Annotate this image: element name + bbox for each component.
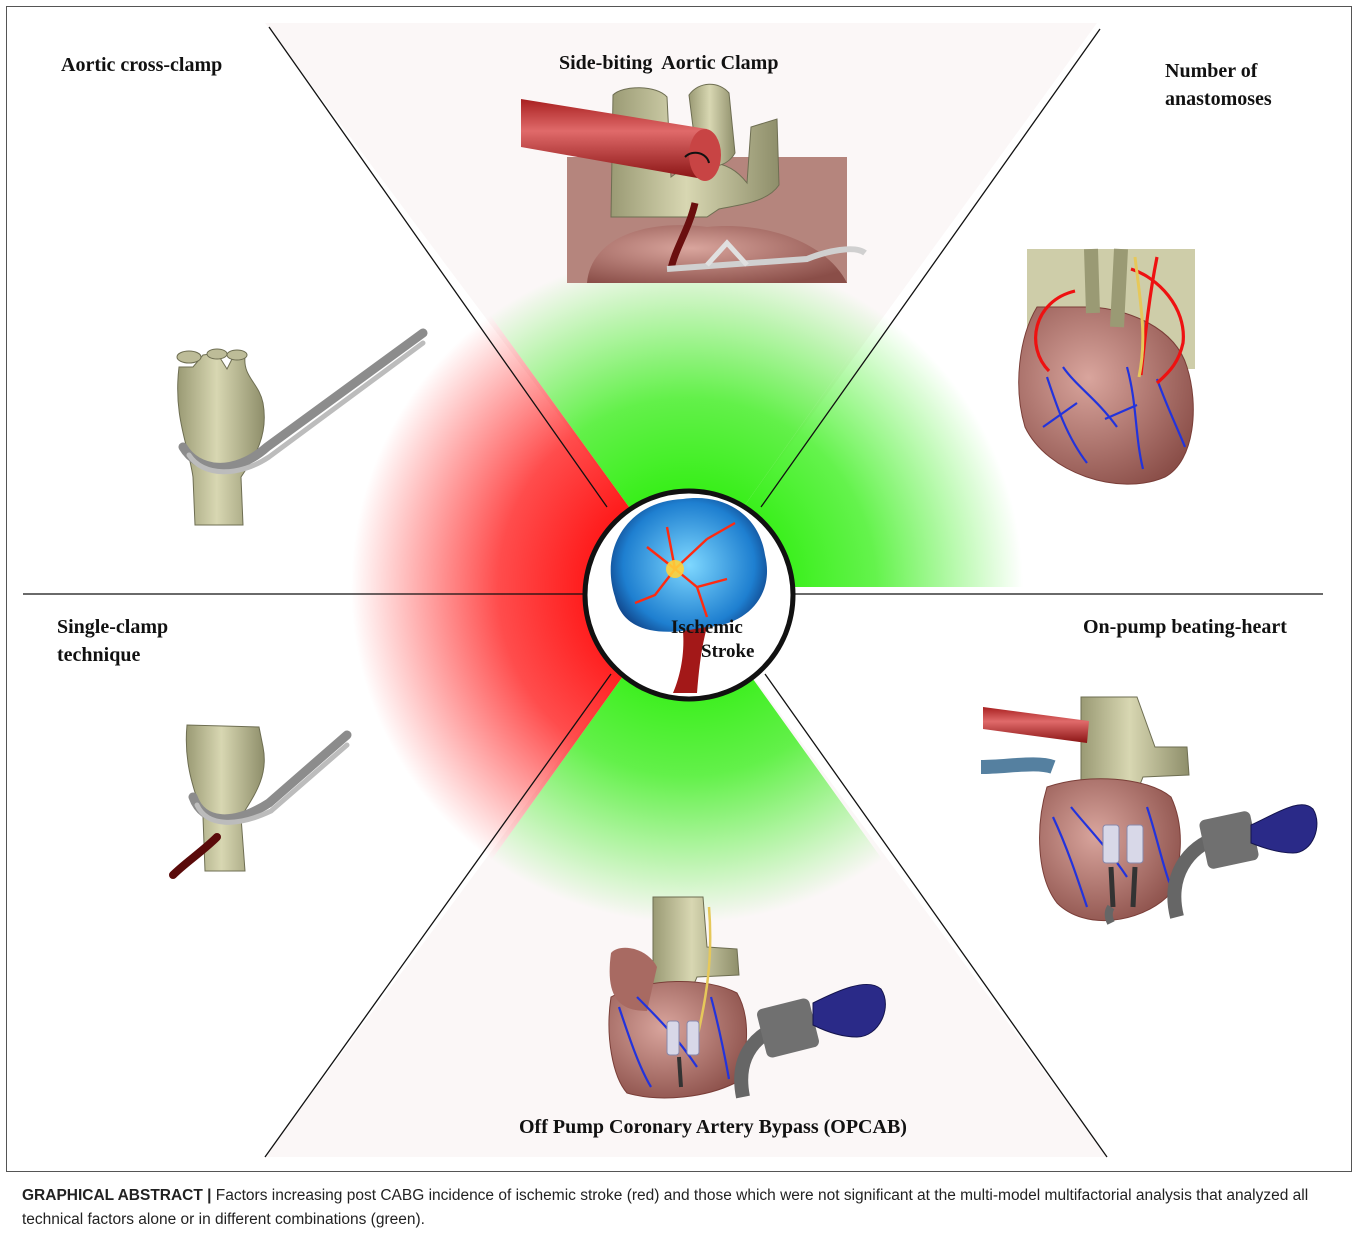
divider-lines bbox=[23, 26, 1323, 1158]
label-aortic-cross-clamp: Aortic cross-clamp bbox=[61, 54, 223, 76]
caption-title: GRAPHICAL ABSTRACT | bbox=[22, 1187, 212, 1204]
opcab-heart-image bbox=[608, 896, 886, 1099]
divider-upper-left bbox=[268, 26, 608, 508]
figure-caption: GRAPHICAL ABSTRACT | Factors increasing … bbox=[22, 1184, 1338, 1232]
label-single-clamp-line1: Single-clamp bbox=[57, 616, 169, 638]
divider-upper-right bbox=[760, 28, 1101, 508]
label-number-of-anastomoses-line1: Number of bbox=[1165, 60, 1258, 82]
label-center-stroke: Stroke bbox=[701, 641, 755, 662]
label-single-clamp-line2: technique bbox=[57, 644, 141, 666]
anastomoses-heart-image bbox=[1018, 248, 1195, 485]
green-sector-bottom bbox=[267, 587, 1107, 1173]
red-sector bbox=[7, 7, 687, 1173]
label-center-ischemic: Ischemic bbox=[671, 617, 743, 638]
caption-text: Factors increasing post CABG incidence o… bbox=[22, 1187, 1309, 1229]
label-number-of-anastomoses-line2: anastomoses bbox=[1165, 88, 1272, 110]
single-clamp-image bbox=[169, 724, 352, 879]
brain-icon bbox=[582, 488, 796, 702]
aortic-cross-clamp-image bbox=[176, 328, 428, 526]
diagram-canvas bbox=[7, 7, 1353, 1173]
on-pump-heart-image bbox=[980, 696, 1318, 925]
divider-lower-right bbox=[764, 673, 1108, 1158]
divider-lower-left bbox=[264, 673, 612, 1158]
label-side-biting-clamp: Side-biting Aortic Clamp bbox=[559, 52, 779, 74]
label-opcab: Off Pump Coronary Artery Bypass (OPCAB) bbox=[519, 1116, 907, 1138]
label-on-pump-beating-heart: On-pump beating-heart bbox=[1083, 616, 1287, 638]
graphical-abstract-frame: Aortic cross-clamp Side-biting Aortic Cl… bbox=[6, 6, 1353, 1173]
side-biting-clamp-image bbox=[521, 83, 867, 283]
green-sector-top bbox=[267, 7, 1097, 587]
